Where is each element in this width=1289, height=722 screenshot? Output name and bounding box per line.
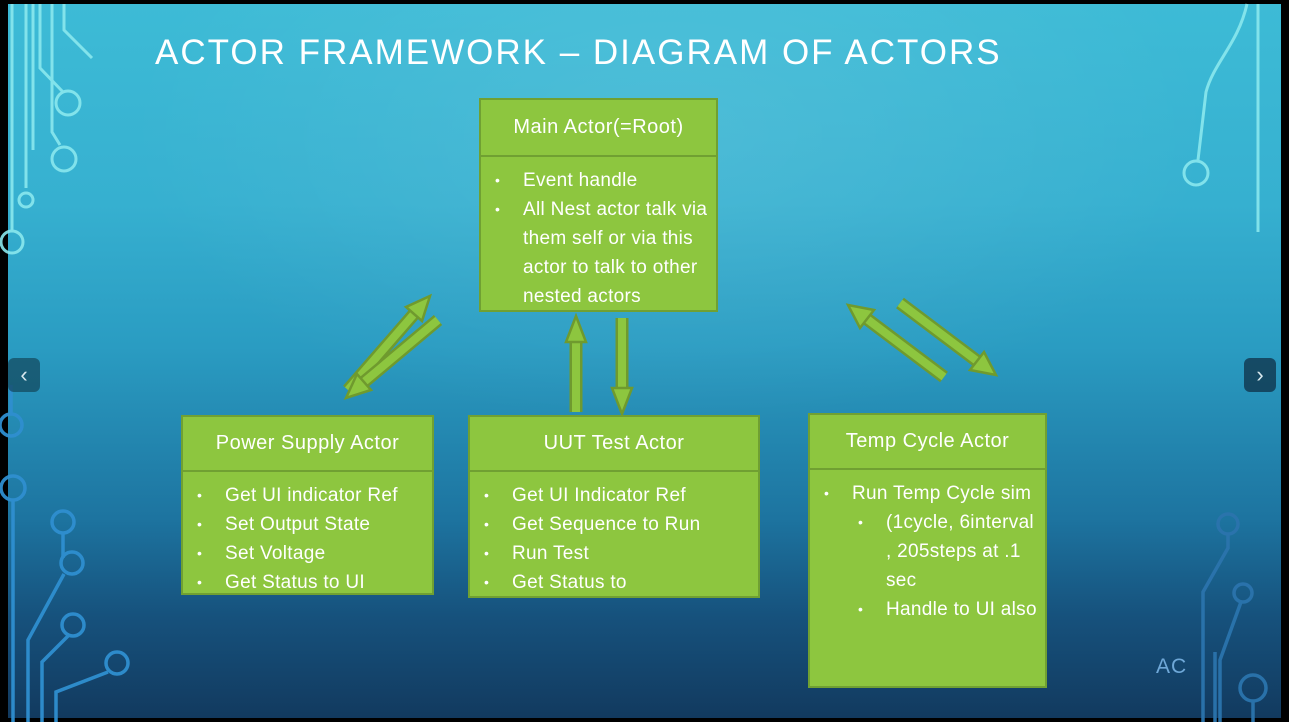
list-item: • Get UI Indicator Ref <box>484 481 752 510</box>
list-item-text: Set Voltage <box>225 543 326 564</box>
actor-box-power-supply: Power Supply Actor • Get UI indicator Re… <box>181 415 434 595</box>
list-item-text: Get Status to <box>512 572 627 593</box>
actor-box-power-list: • Get UI indicator Ref • Set Output Stat… <box>197 481 426 597</box>
bullet-marker: • <box>824 485 830 501</box>
list-item-text: Set Output State <box>225 514 371 535</box>
list-item-text: Run Temp Cycle sim <box>852 483 1032 504</box>
bullet-marker: • <box>197 487 203 503</box>
list-item: • Get Status to UI <box>197 568 426 597</box>
list-item-text: Event handle <box>523 170 638 191</box>
actor-box-main-list: • Event handle • All Nest actor talk via… <box>495 166 710 311</box>
list-item-text: Run Test <box>512 543 590 564</box>
actor-box-temp-cycle: Temp Cycle Actor • Run Temp Cycle sim • … <box>808 413 1047 688</box>
bullet-marker: • <box>858 514 864 530</box>
list-item: • Get UI indicator Ref <box>197 481 426 510</box>
list-item: • Event handle <box>495 166 710 195</box>
bullet-marker: • <box>495 172 501 188</box>
list-item-text: Handle to UI also <box>886 599 1037 620</box>
list-item-text: Get Status to UI <box>225 572 365 593</box>
bullet-marker: • <box>197 516 203 532</box>
actor-box-uut-test: UUT Test Actor • Get UI Indicator Ref • … <box>468 415 760 598</box>
list-item: • Get Status to <box>484 568 752 597</box>
list-item-text: Get UI indicator Ref <box>225 485 398 506</box>
next-slide-button[interactable]: › <box>1244 358 1276 392</box>
list-sub-item: • (1cycle, 6interval , 205steps at .1 se… <box>824 508 1039 595</box>
list-item: • Run Temp Cycle sim <box>824 479 1039 508</box>
bullet-marker: • <box>484 545 490 561</box>
bullet-marker: • <box>197 545 203 561</box>
list-item-text: (1cycle, 6interval , 205steps at .1 sec <box>886 512 1034 591</box>
actor-box-power-title: Power Supply Actor <box>183 417 432 472</box>
slide-title: ACTOR FRAMEWORK – DIAGRAM OF ACTORS <box>155 33 1002 72</box>
list-item: • All Nest actor talk via them self or v… <box>495 195 710 311</box>
author-initials: AC <box>1156 655 1188 678</box>
list-item: • Set Voltage <box>197 539 426 568</box>
list-item-text: Get UI Indicator Ref <box>512 485 686 506</box>
previous-slide-button[interactable]: ‹ <box>8 358 40 392</box>
bullet-marker: • <box>495 201 501 217</box>
list-item-text: Get Sequence to Run <box>512 514 701 535</box>
bullet-marker: • <box>197 574 203 590</box>
bullet-marker: • <box>484 487 490 503</box>
actor-box-main-title: Main Actor(=Root) <box>481 100 716 157</box>
list-sub-item: • Handle to UI also <box>824 595 1039 624</box>
chevron-right-icon: › <box>1256 362 1264 387</box>
actor-box-temp-list: • Run Temp Cycle sim • (1cycle, 6interva… <box>824 479 1039 624</box>
bullet-marker: • <box>858 601 864 617</box>
actor-box-temp-title: Temp Cycle Actor <box>810 415 1045 470</box>
bullet-marker: • <box>484 516 490 532</box>
list-item: • Get Sequence to Run <box>484 510 752 539</box>
list-item-text: All Nest actor talk via them self or via… <box>523 199 708 307</box>
actor-box-uut-list: • Get UI Indicator Ref • Get Sequence to… <box>484 481 752 597</box>
chevron-left-icon: ‹ <box>20 362 28 387</box>
actor-box-main: Main Actor(=Root) • Event handle • All N… <box>479 98 718 312</box>
list-item: • Set Output State <box>197 510 426 539</box>
actor-box-uut-title: UUT Test Actor <box>470 417 758 472</box>
list-item: • Run Test <box>484 539 752 568</box>
bullet-marker: • <box>484 574 490 590</box>
